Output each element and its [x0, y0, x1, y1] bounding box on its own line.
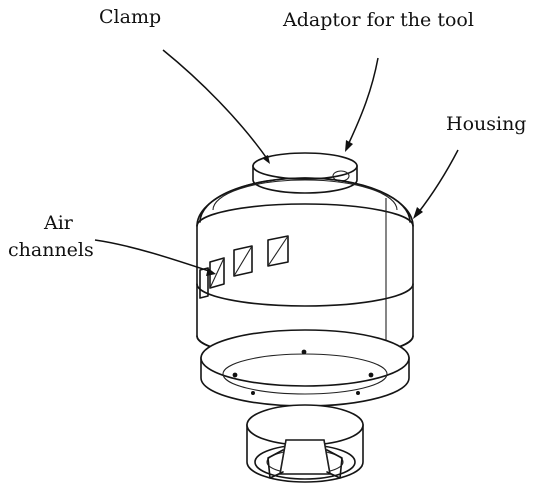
air-channel-slots	[199, 235, 289, 299]
air-channels-label-line2: channels	[8, 239, 94, 261]
leader-housing	[413, 149, 459, 219]
leader-clamp	[162, 49, 270, 164]
clamp-label: Clamp	[99, 6, 162, 28]
air-channels-label-line1: Air	[44, 212, 73, 234]
flange-part	[200, 329, 410, 407]
leader-adaptor	[345, 57, 379, 152]
adaptor-label: Adaptor for the tool	[283, 9, 474, 31]
bottom-ring-part	[246, 404, 364, 483]
housing-label: Housing	[446, 113, 527, 135]
leader-air-channels	[94, 239, 216, 276]
